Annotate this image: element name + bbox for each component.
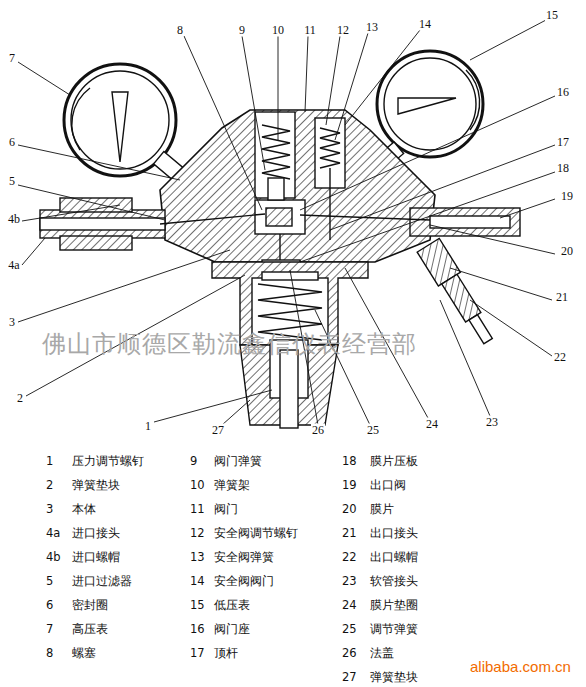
part-number: 4b (46, 550, 61, 564)
callout-number: 5 (8, 175, 16, 188)
callout-number: 10 (271, 24, 285, 37)
part-name: 弹簧垫块 (72, 478, 120, 492)
part-name: 本体 (72, 502, 96, 516)
part-number: 7 (46, 622, 53, 636)
callout-number: 26 (311, 424, 325, 437)
part-number: 20 (342, 502, 357, 516)
part-name: 进口接头 (72, 526, 120, 540)
part-name: 阀门 (214, 502, 238, 516)
part-number: 1 (46, 454, 53, 468)
part-name: 螺塞 (72, 646, 96, 660)
callout-number: 18 (556, 162, 570, 175)
callout-number: 3 (8, 316, 16, 329)
part-name: 出口接头 (370, 526, 418, 540)
part-number: 3 (46, 502, 53, 516)
callout-number: 14 (418, 18, 432, 31)
part-name: 顶杆 (214, 646, 238, 660)
callout-number: 16 (556, 86, 570, 99)
callout-number: 13 (365, 21, 379, 34)
part-name: 安全阀调节螺钉 (214, 526, 298, 540)
part-name: 软管接头 (370, 574, 418, 588)
part-name: 进口过滤器 (72, 574, 132, 588)
part-number: 8 (46, 646, 53, 660)
watermark: 佛山市顺德区勒流鑫信仪表经营部 (42, 328, 417, 360)
part-name: 高压表 (72, 622, 108, 636)
callout-number: 2 (16, 392, 24, 405)
callout-number: 6 (8, 136, 16, 149)
part-number: 17 (190, 646, 205, 660)
part-name: 安全阀弹簧 (214, 550, 274, 564)
part-number: 9 (190, 454, 197, 468)
part-name: 阀门弹簧 (214, 454, 262, 468)
callout-number: 22 (553, 351, 567, 364)
callout-number: 25 (366, 424, 380, 437)
part-name: 出口阀 (370, 478, 406, 492)
part-name: 出口螺帽 (370, 550, 418, 564)
part-name: 弹簧架 (214, 478, 250, 492)
callout-number: 4b (7, 213, 21, 226)
callout-number: 17 (556, 136, 570, 149)
part-number: 22 (342, 550, 357, 564)
part-number: 24 (342, 598, 357, 612)
part-name: 膜片 (370, 502, 394, 516)
part-number: 14 (190, 574, 205, 588)
callout-number: 8 (176, 24, 184, 37)
part-number: 25 (342, 622, 357, 636)
callout-number: 9 (238, 24, 246, 37)
part-name: 压力调节螺钉 (72, 454, 144, 468)
part-number: 2 (46, 478, 53, 492)
part-name: 膜片垫圈 (370, 598, 418, 612)
part-number: 13 (190, 550, 205, 564)
part-number: 21 (342, 526, 357, 540)
watermark: alibaba.com.cn (470, 658, 571, 675)
part-name: 低压表 (214, 598, 250, 612)
part-number: 27 (342, 670, 357, 684)
callout-number: 23 (485, 416, 499, 429)
part-name: 膜片压板 (370, 454, 418, 468)
callout-number: 12 (336, 24, 350, 37)
part-number: 19 (342, 478, 357, 492)
callout-number: 21 (555, 291, 569, 304)
part-name: 弹簧垫块 (370, 670, 418, 684)
part-name: 密封圈 (72, 598, 108, 612)
part-name: 安全阀阀门 (214, 574, 274, 588)
callout-number: 4a (7, 259, 20, 272)
part-number: 5 (46, 574, 53, 588)
part-name: 调节弹簧 (370, 622, 418, 636)
part-number: 11 (190, 502, 205, 516)
part-number: 26 (342, 646, 357, 660)
part-number: 18 (342, 454, 357, 468)
part-number: 12 (190, 526, 205, 540)
callout-number: 11 (303, 24, 317, 37)
part-number: 15 (190, 598, 205, 612)
part-name: 进口螺帽 (72, 550, 120, 564)
callout-number: 1 (144, 420, 152, 433)
callout-number: 24 (425, 418, 439, 431)
callout-number: 19 (560, 190, 574, 203)
callout-number: 7 (8, 52, 16, 65)
callout-number: 27 (211, 424, 225, 437)
part-number: 6 (46, 598, 53, 612)
part-number: 23 (342, 574, 357, 588)
callout-number: 20 (560, 245, 574, 258)
part-name: 法盖 (370, 646, 394, 660)
part-number: 10 (190, 478, 205, 492)
part-number: 16 (190, 622, 205, 636)
part-name: 阀门座 (214, 622, 250, 636)
callout-number: 15 (545, 9, 559, 22)
part-number: 4a (46, 526, 60, 540)
